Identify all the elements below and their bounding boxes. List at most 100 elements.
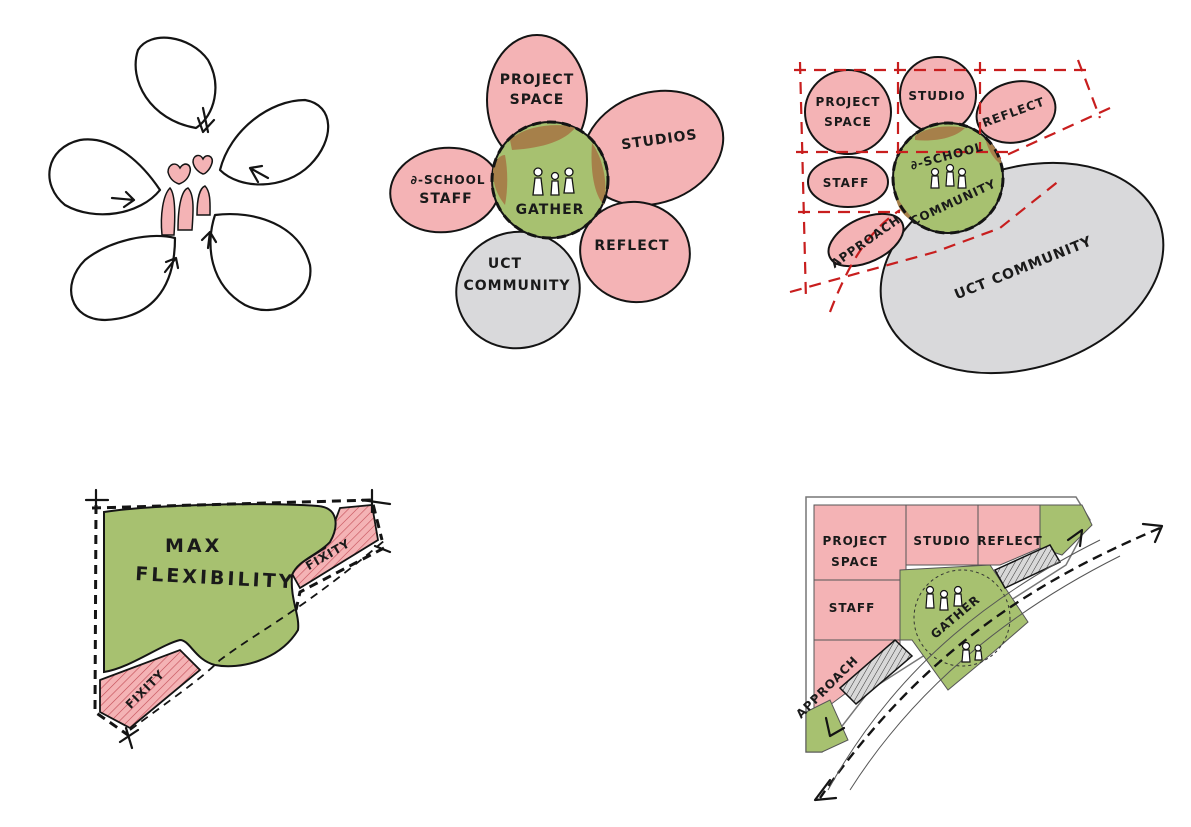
figure-head-icon [945,163,955,173]
site-boundary-dashed [93,504,129,737]
figure-head-icon [564,167,574,177]
stair-block [993,544,1062,589]
figure-body-icon [957,175,967,189]
petal-upper-right [218,98,330,186]
overlap-zone [915,126,965,141]
figure-head-icon [925,585,935,595]
grid-line [789,179,1061,294]
figure-body-icon [196,185,211,216]
grid-line [828,209,901,313]
figure-body-icon [939,597,949,611]
label-project-2: SPACE [831,555,879,569]
site-boundary-dashed [91,498,384,541]
site-tick-mark [118,726,140,750]
label-reflect: REFLECT [977,534,1042,548]
figure-head-icon [550,171,560,181]
figure-body-icon [953,593,963,607]
label-studio: STUDIO [908,89,965,103]
label-max: MAX [165,535,222,557]
arrow-down-icon [196,106,216,134]
label-community-2: COMMUNITY [463,278,570,294]
sketch-petal-concept [48,36,330,322]
arrow-up-right-icon [1066,528,1084,548]
label-staff: STAFF [823,176,870,190]
site-tick-mark [360,488,392,514]
figure-head-icon [957,167,967,177]
flexibility-zone [103,503,337,674]
figure-body-icon [945,171,955,187]
site-tick-mark [373,544,392,554]
figure-head-icon [192,154,214,175]
overlap-zone [510,125,575,150]
petal-staff [389,146,501,234]
circulation-edge [827,539,1101,791]
arrow-up-right-icon [163,256,180,274]
circulation-path [819,526,1161,799]
gather-dotted-circle [913,569,1011,667]
room-reflect [977,504,1041,566]
overlap-zone [895,192,915,222]
overlap-zone [985,138,1002,165]
people-figures-icon [532,167,575,196]
stair-block [838,638,914,706]
sketch-program-flower: PROJECT SPACE STUDIOS ∂-SCHOOL STAFF GAT… [389,34,725,350]
figure-head-icon [533,167,543,177]
label-staff-2: STAFF [419,191,473,207]
figure-body-icon [974,650,983,661]
site-tick-mark [84,488,110,514]
overlap-zone [493,155,508,205]
zone-approach [827,212,905,268]
petal-community [455,230,581,350]
figure-head-icon [167,163,192,185]
room-studio [905,504,979,566]
figure-head-icon [930,167,940,177]
petal-reflect [579,200,691,304]
label-reflect: REFLECT [594,238,669,254]
figure-head-icon [953,585,963,595]
petal-lower-right [209,213,312,311]
figure-body-icon [177,187,194,231]
zone-project-space [804,69,892,155]
arrow-icons [110,106,270,274]
site-boundary-dashed [294,546,385,611]
people-figures-icon [930,163,967,189]
petal-top [134,36,217,130]
arrow-down-left-icon [813,778,838,802]
grid-lines [789,59,1111,313]
people-figures-icon [925,585,983,663]
core-dashed-boundary [891,121,1005,235]
arrow-up-icon [200,230,218,250]
label-project-1: PROJECT [500,72,575,88]
figure-body-icon [961,649,971,663]
label-studio: STUDIO [913,534,970,548]
figure-body-icon [925,593,935,609]
figure-head-icon [961,641,971,651]
sketch-program-grid: PROJECT SPACE STUDIO REFLECT STAFF APPRO… [789,56,1165,375]
gather-dashed-boundary [490,120,610,240]
grid-line [1076,59,1102,119]
label-project-1: PROJECT [816,95,881,109]
grid-line [798,61,808,301]
label-community-1: UCT [488,256,522,272]
figure-body-icon [160,186,176,236]
zone-staff [807,156,889,208]
people-figures-icon [160,154,214,236]
green-entry-top [1039,504,1093,556]
label-project-2: SPACE [510,92,565,108]
circulation-edge [849,555,1121,791]
label-staff: STAFF [829,601,876,615]
sketch-plan-layout: PROJECT SPACE STUDIO REFLECT STAFF GATHE… [793,496,1164,802]
figure-body-icon [930,175,940,189]
figure-head-icon [939,589,949,599]
figure-body-icon [532,177,544,196]
petal-lower-left [70,234,177,322]
label-project-1: PROJECT [823,534,888,548]
room-project-space [813,504,907,581]
zone-reflect [975,80,1057,144]
overlap-zone [591,143,606,205]
petal-left [48,138,162,216]
label-staff-1: ∂-SCHOOL [410,173,485,187]
fixity-divide-dashed [129,539,386,731]
figure-head-icon [974,644,982,652]
